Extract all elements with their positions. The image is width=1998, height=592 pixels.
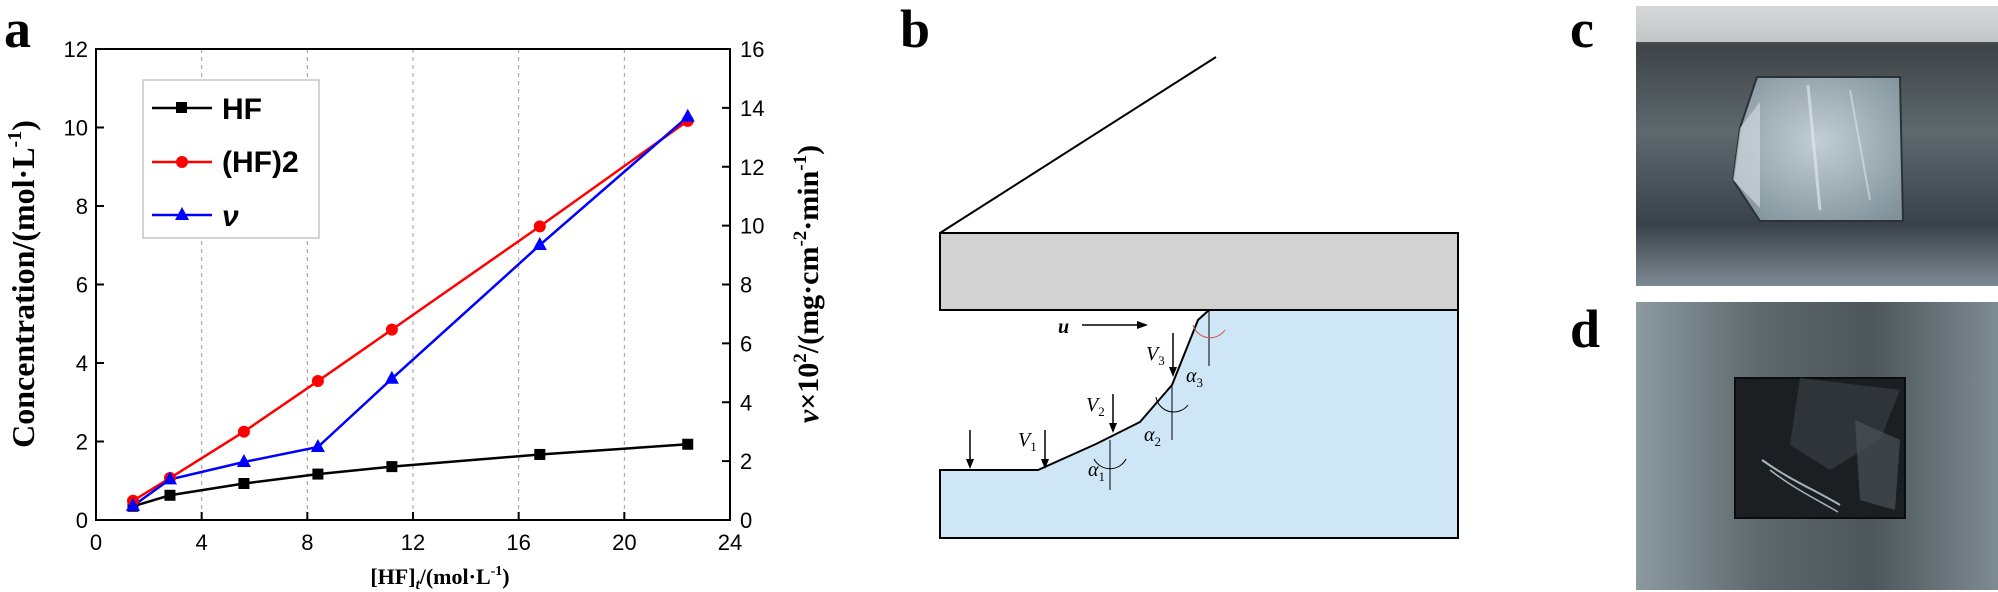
v1-label: V1 (1018, 429, 1037, 454)
series-0-point-5 (534, 448, 546, 460)
series-1-point-2 (237, 425, 250, 438)
series-2-point-4 (384, 370, 399, 384)
alpha3-arc (1192, 324, 1226, 339)
photo-c (1636, 6, 1998, 286)
left-y-axis-ticks: 0 2 4 6 8 10 12 (64, 37, 104, 533)
v0-arrowhead (966, 459, 974, 469)
legend-box (142, 79, 320, 239)
incline-line (939, 56, 1217, 234)
alpha2-label: α2 (1144, 424, 1161, 449)
left-y-axis-title: Concentration/(mol·L-1) (4, 120, 41, 448)
alpha1-label: α1 (1088, 459, 1105, 484)
x-tick-label-3: 12 (401, 530, 425, 555)
etchant-region (939, 309, 1459, 539)
series-2-point-2 (236, 454, 251, 468)
left-y-tick-label-3: 6 (76, 273, 88, 298)
vertical-gridlines (201, 49, 625, 520)
series-0-point-2 (238, 477, 250, 489)
series-1-point-4 (385, 323, 398, 336)
right-y-tick-label-7: 14 (740, 96, 764, 121)
series-line-0 (132, 443, 688, 508)
series-markers (125, 108, 695, 512)
panel-label-a: a (4, 0, 31, 59)
series-0-point-6 (682, 438, 694, 450)
right-y-axis-title: ν×102/(mg·cm-2·min-1) (790, 145, 825, 423)
panel-label-c: c (1570, 0, 1594, 59)
x-axis-ticks: 0 4 8 12 16 20 24 (90, 512, 742, 555)
v3-arrowhead (1169, 367, 1177, 377)
x-tick-label-6: 24 (718, 530, 742, 555)
left-y-tick-label-1: 2 (76, 430, 88, 455)
panel-label-b: b (900, 0, 931, 59)
legend-nu-marker (175, 207, 189, 220)
u-arrowhead (1137, 321, 1148, 329)
series-1-point-3 (311, 375, 324, 388)
series-2-point-0 (125, 497, 140, 511)
x-tick-label-5: 20 (612, 530, 636, 555)
right-y-axis-ticks: 0 2 4 6 8 10 12 14 16 (722, 37, 764, 533)
v3-label: V3 (1146, 343, 1165, 368)
series-0-point-4 (386, 461, 398, 473)
series-1-point-5 (533, 220, 546, 233)
right-y-tick-label-8: 16 (740, 37, 764, 62)
series-2-point-3 (310, 438, 325, 452)
left-y-tick-label-4: 8 (76, 194, 88, 219)
right-y-tick-label-5: 10 (740, 214, 764, 239)
photo-d (1636, 302, 1998, 590)
x-axis-title: [HF]t/(mol·L-1) (370, 564, 509, 592)
series-2-point-1 (162, 471, 177, 485)
v2-label: V2 (1086, 394, 1105, 419)
legend: HF (HF)2 ν (142, 79, 320, 239)
v2-arrowhead (1109, 423, 1117, 433)
left-y-tick-label-5: 10 (64, 116, 88, 141)
right-y-tick-label-6: 12 (740, 155, 764, 180)
u-label: u (1058, 316, 1069, 338)
left-y-tick-label-2: 4 (76, 351, 88, 376)
v1-arrowhead (1041, 459, 1049, 469)
series-2-point-5 (532, 237, 547, 251)
right-y-tick-label-1: 2 (740, 449, 752, 474)
right-y-tick-label-2: 4 (740, 390, 752, 415)
left-y-tick-label-0: 0 (76, 508, 88, 533)
right-y-tick-label-3: 6 (740, 331, 752, 356)
legend-hf-label: HF (222, 93, 262, 126)
legend-nu-label: ν (222, 200, 239, 233)
alpha3-label: α3 (1186, 365, 1203, 390)
legend-hf-marker (176, 102, 187, 113)
series-0-point-1 (164, 489, 176, 501)
mask-plate (939, 232, 1459, 311)
alpha2-arc (1155, 396, 1189, 413)
series-2-point-6 (680, 108, 695, 122)
right-y-tick-label-4: 8 (740, 273, 752, 298)
series-0-point-3 (312, 468, 324, 480)
alpha1-arc (1093, 458, 1127, 470)
x-tick-label-4: 16 (506, 530, 530, 555)
x-tick-label-0: 0 (90, 530, 102, 555)
legend-hf2-label: (HF)2 (222, 146, 299, 179)
x-tick-label-1: 4 (196, 530, 208, 555)
right-y-tick-label-0: 0 (740, 508, 752, 533)
x-tick-label-2: 8 (301, 530, 313, 555)
left-y-tick-label-6: 12 (64, 37, 88, 62)
etching-diagram: u V1 V2 V3 α1 α2 α3 (939, 56, 1459, 539)
legend-hf2-marker (176, 156, 188, 168)
panel-label-d: d (1570, 299, 1601, 359)
